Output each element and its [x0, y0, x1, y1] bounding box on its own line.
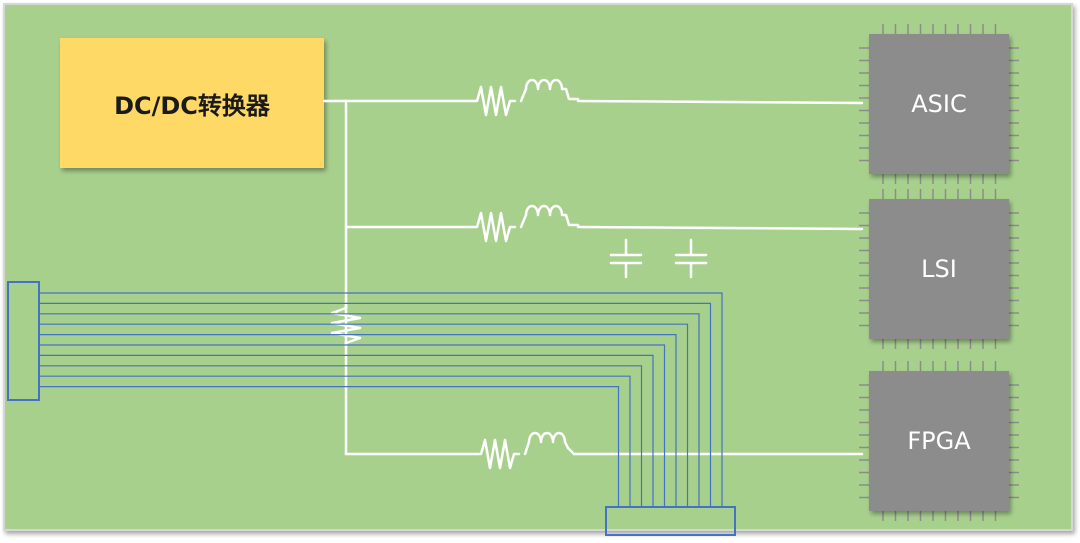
trace-asic-b: [576, 99, 864, 105]
resistor-trunk: [330, 302, 362, 349]
chip-body: [869, 371, 1009, 511]
signal-bus: [39, 292, 723, 507]
capacitor-1: [609, 238, 643, 279]
chip-body: [869, 34, 1009, 174]
bus-line: [39, 386, 620, 507]
chip-pins: [859, 189, 1019, 349]
bus-line: [39, 375, 631, 507]
bus-line: [39, 354, 654, 507]
chip-lsi: [859, 189, 1019, 349]
bus-line: [39, 365, 643, 507]
resistor-asic: [470, 85, 517, 117]
chip-pins: [859, 361, 1019, 521]
chip-body: [869, 199, 1009, 339]
resistor-lsi: [470, 211, 517, 243]
bus-line: [39, 323, 689, 507]
bottom-connector: [605, 506, 736, 536]
dcdc-converter-block: [60, 38, 324, 168]
chip-fpga: [859, 361, 1019, 521]
left-connector: [7, 281, 40, 401]
inductor-lsi: [519, 204, 580, 229]
resistor-fpga: [474, 438, 521, 470]
inductor-asic: [519, 78, 580, 103]
inductor-fpga: [523, 431, 576, 456]
bus-line: [39, 313, 700, 507]
capacitor-2: [674, 238, 708, 279]
chip-asic: [859, 24, 1019, 184]
bus-line: [39, 302, 712, 507]
power-traces: [322, 78, 864, 470]
bus-line: [39, 344, 666, 507]
chip-pins: [859, 24, 1019, 184]
trace-lsi-b: [576, 225, 864, 231]
bus-line: [39, 334, 677, 507]
bus-line: [39, 292, 723, 507]
